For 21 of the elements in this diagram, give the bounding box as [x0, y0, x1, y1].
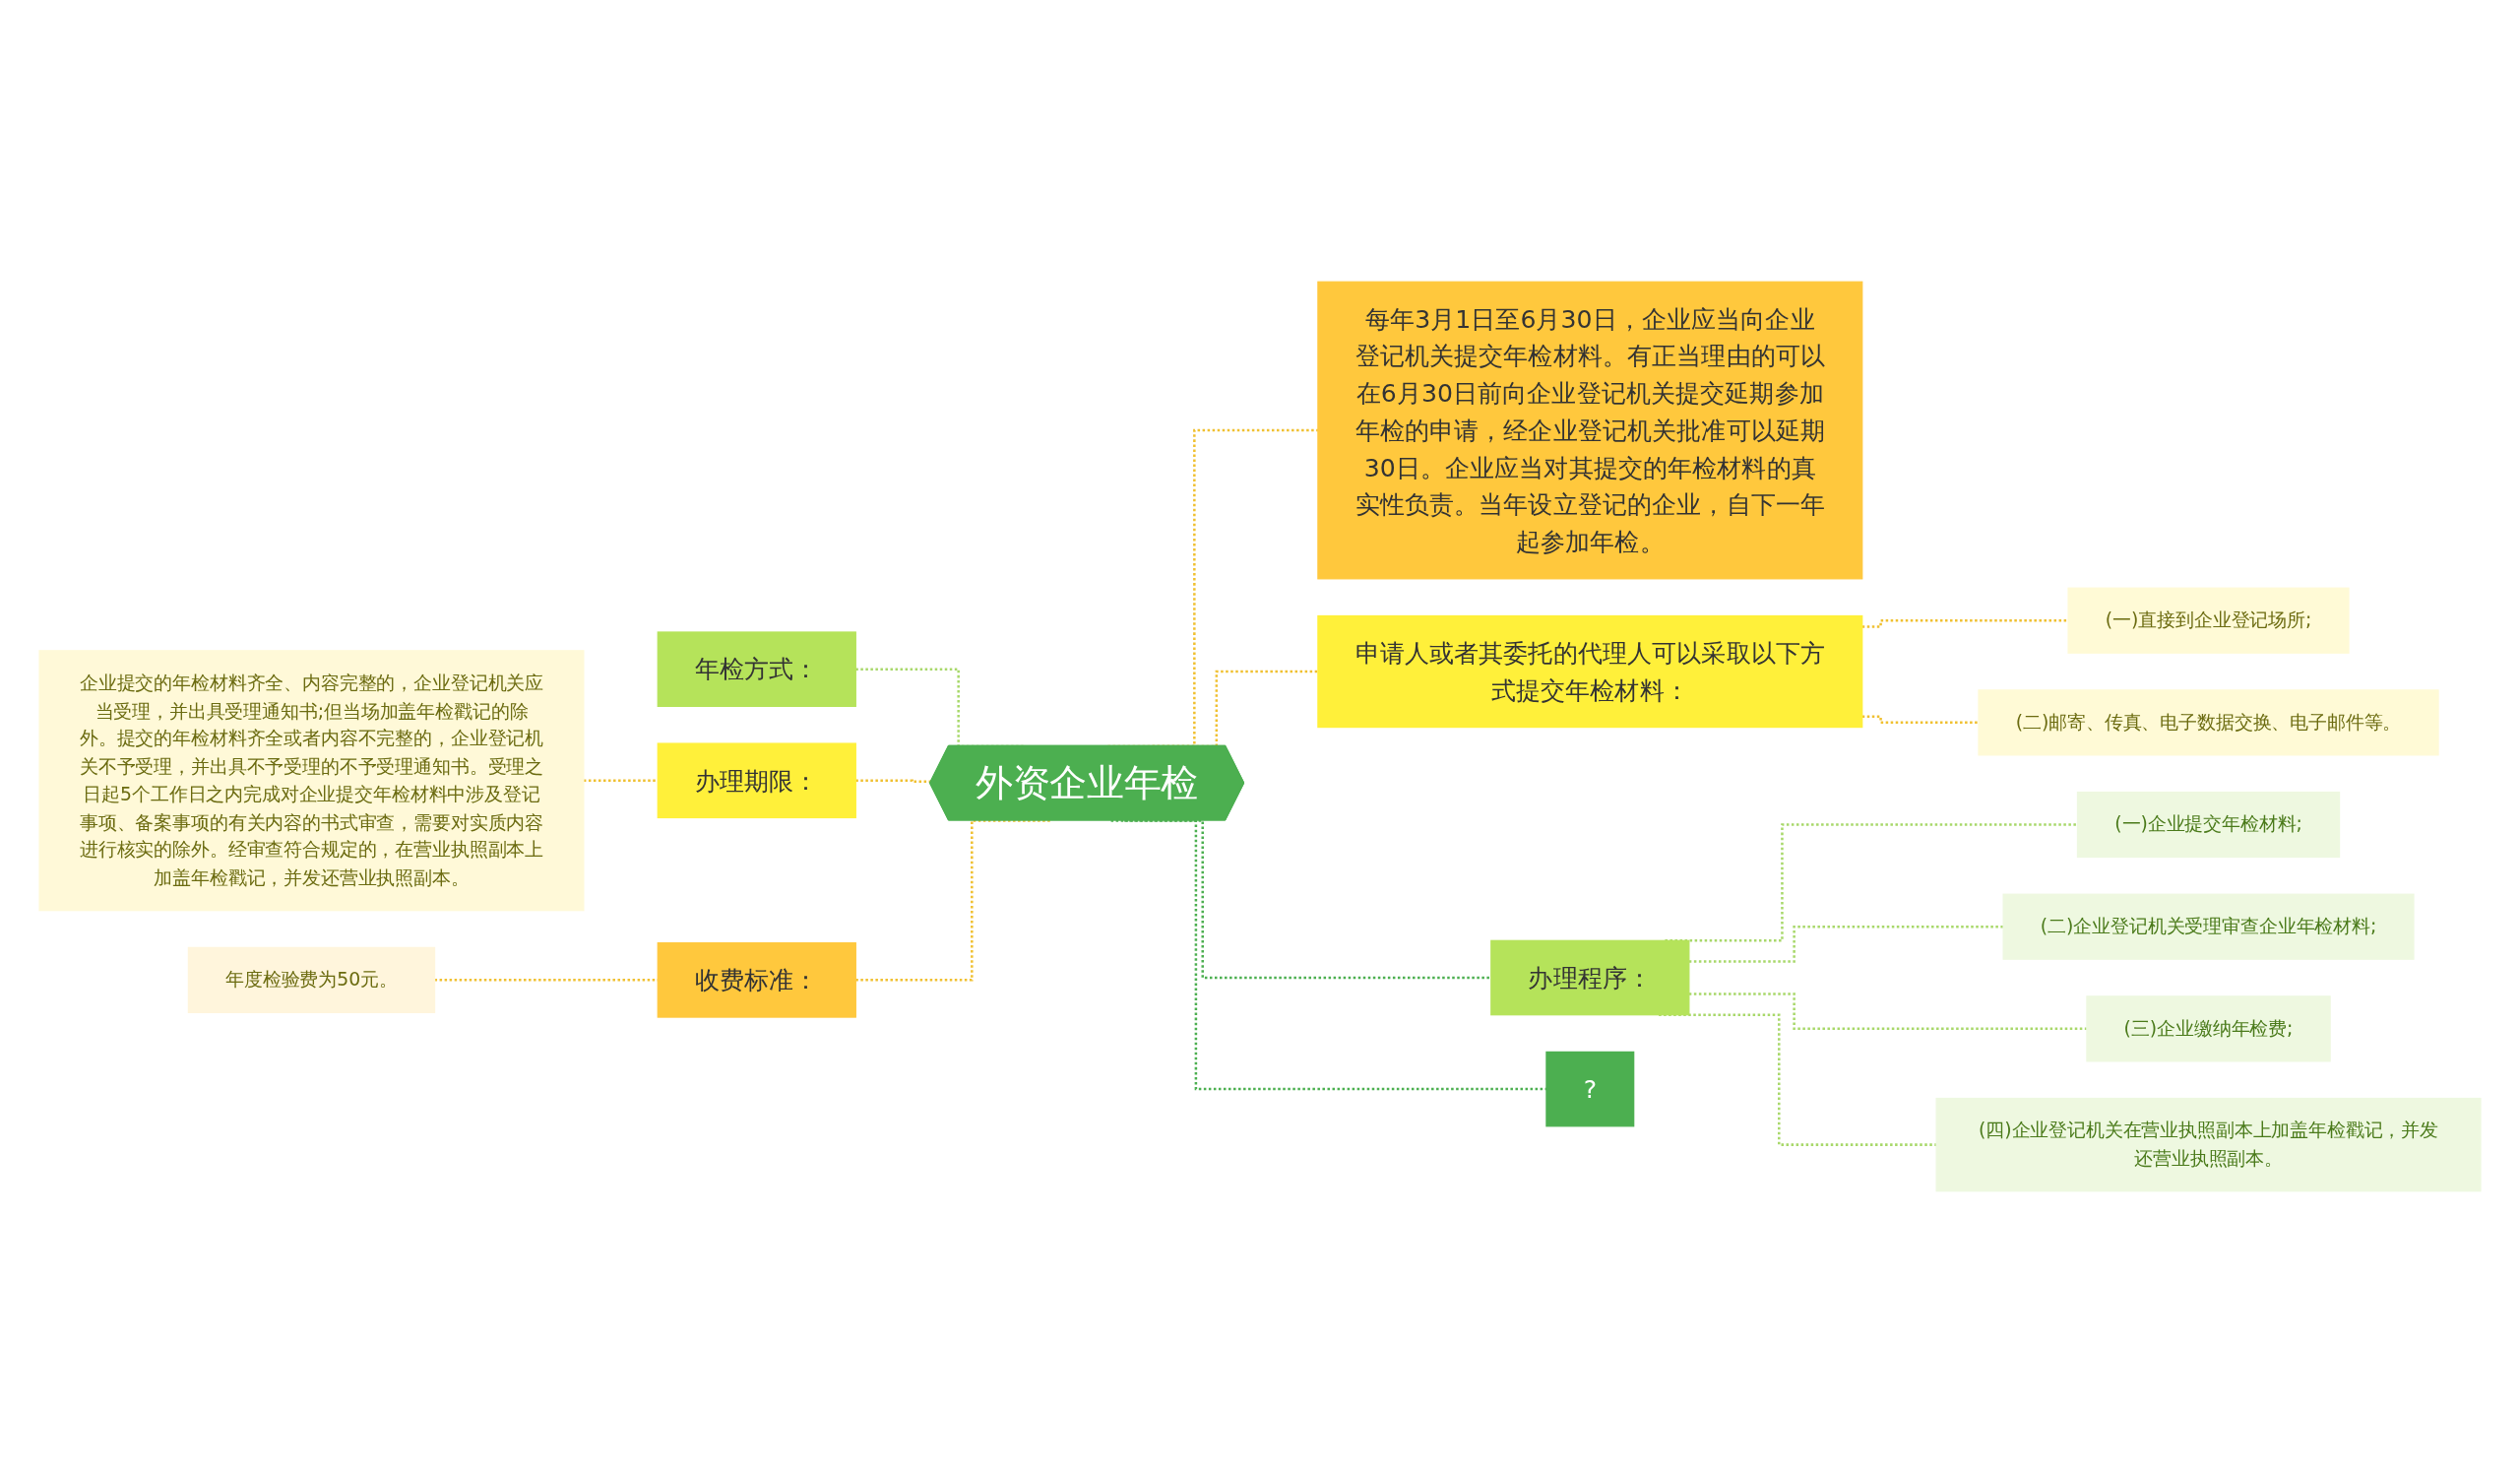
node-box: (一)企业提交年检材料; — [2076, 791, 2341, 859]
connector — [1861, 618, 2069, 628]
connector — [583, 779, 659, 782]
node-box: ? — [1545, 1051, 1635, 1127]
node-box: 申请人或者其委托的代理人可以采取以下方式提交年检材料： — [1317, 614, 1863, 729]
node-box: (二)邮寄、传真、电子数据交换、电子邮件等。 — [1978, 689, 2439, 756]
node-box: 办理期限： — [657, 742, 856, 819]
connector — [1688, 925, 2004, 963]
node-box: (一)直接到企业登记场所; — [2067, 587, 2350, 654]
node-box: (三)企业缴纳年检费; — [2086, 995, 2331, 1062]
node-box: 年度检验费为50元。 — [187, 946, 436, 1013]
node-box: 每年3月1日至6月30日，企业应当向企业登记机关提交年检材料。有正当理由的可以在6月30日前向企业登记机关提交延期参加年检的申请，经企业登记机关批准可以延期30日。企业应当对其提交的年检材料的真实性负责。当年设立登记的企业，自下一年起参加年检。 — [1317, 281, 1863, 580]
node-box: 收费标准： — [657, 942, 856, 1018]
node-box: (四)企业登记机关在营业执照副本上加盖年检戳记，并发还营业执照副本。 — [1935, 1097, 2482, 1192]
node-box: (二)企业登记机关受理审查企业年检材料; — [2002, 893, 2415, 960]
connector — [1861, 715, 1979, 725]
node-box: 年检方式： — [657, 631, 856, 707]
connector — [855, 779, 932, 784]
node-box: 办理程序： — [1490, 939, 1690, 1016]
connector — [1124, 819, 1491, 980]
node-box: 企业提交的年检材料齐全、内容完整的，企业登记机关应当受理，并出具受理通知书;但当场加盖年检戳记的除外。提交的年检材料齐全或者内容不完整的，企业登记机关不予受理，并出具不予受理的不予受理通知书。受理之日起5个工作日之内完成对企业提交年检材料中涉及登记事项、备案事项的有关内容的书式审查，需要对实质内容进行核实的除外。经审查符合规定的，在营业执照副本上加盖年检戳记，并发还营业执照副本。 — [38, 650, 585, 912]
